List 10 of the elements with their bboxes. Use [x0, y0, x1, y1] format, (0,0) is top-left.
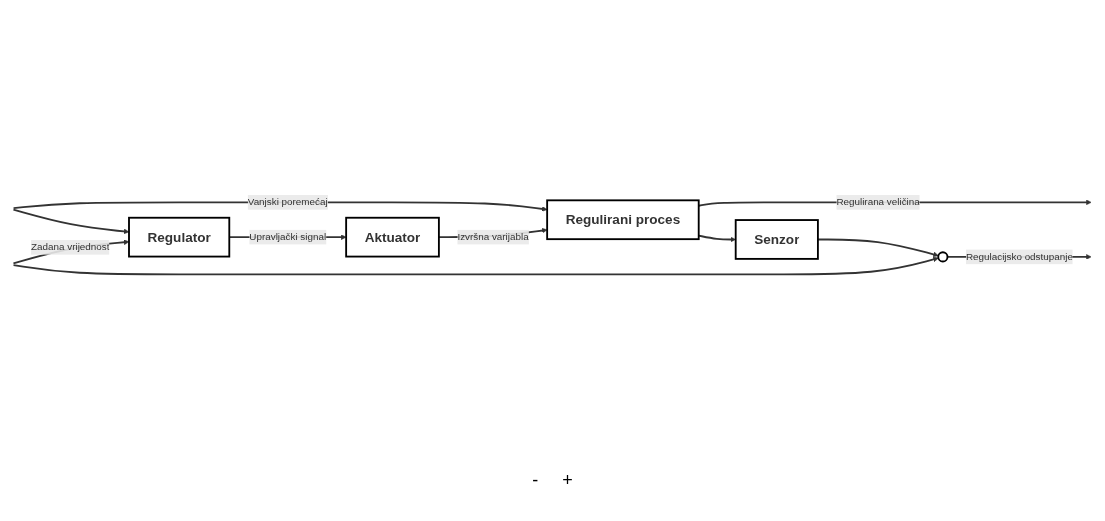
process-box: Aktuator [345, 217, 440, 258]
arrow [12, 257, 939, 276]
process-box: Regulator [128, 217, 231, 258]
arrow [817, 238, 939, 258]
summing-junction [937, 251, 949, 263]
arrow [12, 209, 130, 235]
process-box: Senzor [734, 219, 819, 261]
sign-label: + [562, 470, 573, 491]
process-box: Regulirani proces [546, 199, 700, 241]
sign-label: - [532, 470, 539, 491]
